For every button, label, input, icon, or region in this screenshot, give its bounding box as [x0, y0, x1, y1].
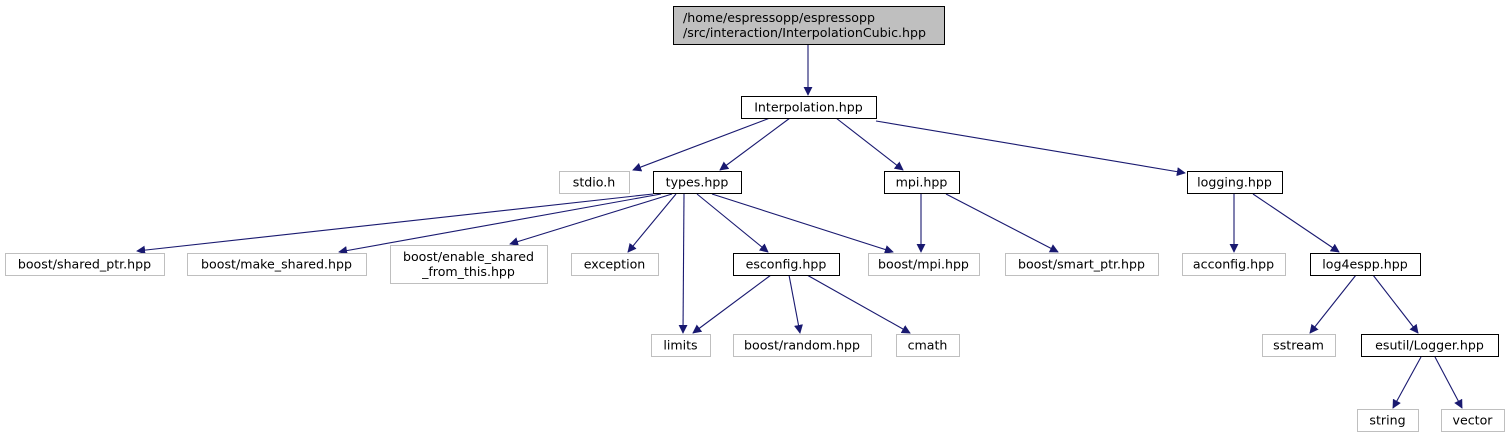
node-box — [187, 253, 367, 276]
node-label: vector — [1453, 413, 1494, 428]
node-label: boost/shared_ptr.hpp — [18, 257, 151, 272]
node-log4espp[interactable]: log4espp.hpp — [1310, 253, 1421, 276]
node-string: string — [1357, 409, 1419, 432]
edge-types-to-boost_mpi — [711, 193, 894, 254]
node-box — [868, 253, 980, 276]
node-esconfig[interactable]: esconfig.hpp — [733, 253, 840, 276]
edge-interpolation-to-types — [719, 117, 791, 171]
node-label: boost/make_shared.hpp — [201, 257, 352, 272]
node-label: cmath — [908, 338, 948, 353]
node-box — [733, 334, 872, 357]
node-box — [5, 253, 165, 276]
node-boost-random: boost/random.hpp — [733, 334, 872, 357]
edge-types-to-make_shared — [338, 193, 662, 255]
node-label: acconfig.hpp — [1193, 257, 1274, 272]
node-label: exception — [584, 257, 646, 272]
edge-esconfig-to-boost_random — [788, 274, 803, 334]
edge-mpi_hpp-to-smart_ptr — [945, 193, 1059, 253]
node-stdio: stdio.h — [559, 171, 630, 194]
node-exception: exception — [571, 253, 659, 276]
node-label: Interpolation.hpp — [754, 100, 863, 115]
node-box — [1357, 409, 1419, 432]
node-acconfig: acconfig.hpp — [1182, 253, 1286, 276]
node-label: boost/random.hpp — [744, 338, 860, 353]
edge-interpolation-to-stdio — [632, 117, 771, 172]
node-make-shared: boost/make_shared.hpp — [187, 253, 367, 276]
node-label: log4espp.hpp — [1322, 257, 1407, 272]
node-box — [896, 334, 960, 357]
node-smart-ptr: boost/smart_ptr.hpp — [1005, 253, 1159, 276]
node-box — [1441, 409, 1505, 432]
node-box — [390, 245, 548, 284]
node-interpolation[interactable]: Interpolation.hpp — [741, 96, 877, 119]
edge-types-to-shared_ptr — [136, 193, 654, 255]
node-label: boost/enable_shared — [403, 249, 534, 264]
node-label: types.hpp — [666, 175, 729, 190]
edge-esconfig-to-limits — [692, 274, 772, 334]
node-box — [651, 334, 711, 357]
node-box — [571, 253, 659, 276]
node-label: /src/interaction/InterpolationCubic.hpp — [683, 25, 926, 40]
edge-interpolation-to-mpi_hpp — [835, 117, 904, 171]
node-box — [1187, 171, 1283, 194]
node-box — [741, 96, 877, 119]
node-box — [653, 171, 742, 194]
node-box — [1182, 253, 1286, 276]
node-box — [884, 171, 960, 194]
node-limits: limits — [651, 334, 711, 357]
node-label: mpi.hpp — [896, 175, 948, 190]
edges-layer — [136, 44, 1463, 409]
edge-interpolation-to-logging — [875, 120, 1186, 177]
node-cmath: cmath — [896, 334, 960, 357]
edge-log4espp-to-sstream — [1309, 274, 1357, 334]
node-boost-mpi: boost/mpi.hpp — [868, 253, 980, 276]
node-label: _from_this.hpp — [421, 264, 515, 279]
node-vector: vector — [1441, 409, 1505, 432]
node-label: esutil/Logger.hpp — [1375, 338, 1484, 353]
node-box — [1361, 334, 1499, 357]
node-box — [559, 171, 630, 194]
nodes-layer: /home/espressopp/espressopp/src/interact… — [5, 6, 1505, 432]
edge-types-to-enable_shared — [509, 193, 673, 246]
node-logging[interactable]: logging.hpp — [1187, 171, 1283, 194]
node-enable-shared: boost/enable_shared_from_this.hpp — [390, 245, 548, 284]
edge-esconfig-to-cmath — [806, 274, 911, 334]
node-box — [1262, 334, 1336, 357]
node-box — [733, 253, 840, 276]
node-label: stdio.h — [573, 175, 615, 190]
node-label: string — [1369, 413, 1405, 428]
node-root[interactable]: /home/espressopp/espressopp/src/interact… — [673, 6, 945, 45]
edge-types-to-limits — [678, 193, 688, 334]
node-label: /home/espressopp/espressopp — [683, 10, 875, 25]
node-label: logging.hpp — [1197, 175, 1272, 190]
node-box — [1310, 253, 1421, 276]
node-label: esconfig.hpp — [746, 257, 827, 272]
node-box — [673, 6, 945, 45]
node-sstream: sstream — [1262, 334, 1336, 357]
edge-log4espp-to-logger — [1372, 274, 1419, 334]
node-label: boost/mpi.hpp — [878, 257, 969, 272]
edge-logger-to-vector — [1434, 356, 1463, 409]
node-label: sstream — [1273, 338, 1324, 353]
edge-logging-to-log4espp — [1252, 193, 1340, 253]
node-types[interactable]: types.hpp — [653, 171, 742, 194]
edge-types-to-exception — [627, 193, 677, 253]
node-box — [1005, 253, 1159, 276]
node-mpi-hpp[interactable]: mpi.hpp — [884, 171, 960, 194]
node-logger[interactable]: esutil/Logger.hpp — [1361, 334, 1499, 357]
node-shared-ptr: boost/shared_ptr.hpp — [5, 253, 165, 276]
edge-logger-to-string — [1392, 356, 1422, 409]
node-label: limits — [663, 338, 697, 353]
edge-types-to-esconfig — [696, 193, 769, 253]
node-label: boost/smart_ptr.hpp — [1018, 257, 1145, 272]
